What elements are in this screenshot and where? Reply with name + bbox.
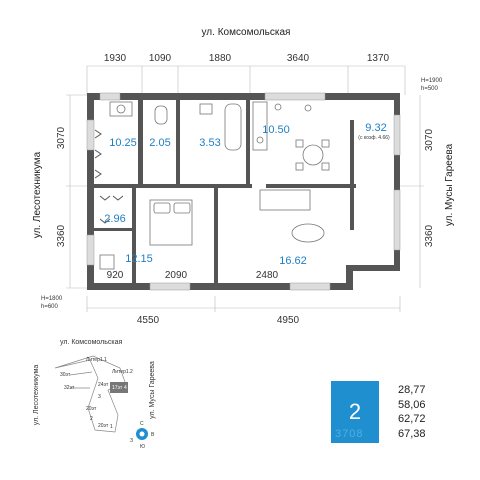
building-marker	[110, 382, 128, 393]
room-area-wc: 2.05	[149, 137, 170, 149]
room-area-bedroom: 12.15	[125, 253, 153, 265]
furniture	[99, 101, 330, 270]
key-plan: ул. Комсомольская ул. Лесотехникума ул. …	[33, 339, 156, 450]
keyplan-label-11: 1	[110, 424, 113, 430]
dim-right-2: 3360	[424, 224, 435, 247]
compass-e: В	[151, 432, 155, 438]
keyplan-label-10: 2	[90, 416, 93, 422]
sink-icon	[199, 103, 213, 115]
dim-inner-2: 2090	[165, 270, 188, 281]
dim-inner-3: 2480	[256, 270, 279, 281]
keyplan-label-6: 4	[124, 385, 127, 391]
dim-top-3: 1880	[209, 53, 232, 64]
badge-ghost-number: 3708	[335, 428, 364, 440]
stat-value: 62,72	[398, 413, 426, 425]
window-note-top-right-2: h=500	[421, 86, 439, 92]
rooms-count: 2	[348, 399, 362, 424]
keyplan-label-1: Литер1.2	[112, 369, 133, 375]
room-area-kitchen: 10.50	[262, 124, 290, 136]
kitchen-counter	[252, 101, 268, 151]
keyplan-label-8: 20эт	[98, 423, 109, 429]
toilet-icon	[154, 105, 168, 125]
room-area-living: 16.62	[279, 255, 307, 267]
compass-s: Ю	[140, 444, 145, 450]
chair	[99, 254, 115, 270]
window-note-top-right-1: H=1900	[421, 78, 443, 84]
dim-left-2: 3360	[56, 224, 67, 247]
dim-left-1: 3070	[56, 126, 67, 149]
compass-w: З	[130, 438, 133, 444]
coffee-table	[291, 223, 325, 243]
room-area-hallway: 10.25	[109, 137, 137, 149]
keyplan-label-7: 20эт	[86, 406, 97, 412]
walls	[87, 93, 400, 290]
street-left-label: ул. Лесотехникума	[32, 151, 43, 238]
compass-n: С	[140, 421, 144, 427]
dim-right-1: 3070	[424, 128, 435, 151]
dim-top-2: 1090	[149, 53, 172, 64]
window-note-bottom-left-1: H=1800	[41, 296, 63, 302]
keyplan-label-0: Литер1.1	[86, 357, 107, 363]
room-area-wardrobe: 2.96	[104, 213, 125, 225]
dim-top-4: 3640	[287, 53, 310, 64]
washing-machine-icon	[109, 101, 133, 117]
dim-inner-1: 920	[107, 270, 124, 281]
area-stats: 28,77 58,06 62,72 67,38	[398, 383, 426, 441]
dim-bottom-1: 4550	[137, 315, 160, 326]
street-right-label: ул. Мусы Гареева	[444, 143, 455, 226]
sofa	[259, 189, 311, 211]
room-area-bathroom: 3.53	[199, 137, 220, 149]
keyplan-street-top: ул. Комсомольская	[60, 339, 122, 346]
window-note-bottom-left-2: h=600	[41, 304, 59, 310]
keyplan-label-2: 30эт	[60, 372, 71, 378]
keyplan-label-5: 17эт	[112, 385, 123, 391]
dim-bottom-2: 4950	[277, 315, 300, 326]
rooms-count-badge: 2 3708	[331, 381, 379, 443]
dim-top-5: 1370	[367, 53, 390, 64]
bathtub-icon	[224, 103, 242, 151]
keyplan-label-3: 32эт	[64, 385, 75, 391]
keyplan-street-right: ул. Мусы Гареева	[149, 361, 156, 419]
keyplan-label-9: 3	[98, 394, 101, 400]
keyplan-street-left: ул. Лесотехникума	[33, 365, 40, 426]
street-top-label: ул. Комсомольская	[202, 27, 291, 38]
dim-top-1: 1930	[104, 53, 127, 64]
room-balcony-note: (с коэф. 4.66)	[358, 135, 390, 141]
stat-value: 67,38	[398, 427, 426, 440]
keyplan-label-4: 24эт	[98, 382, 109, 388]
dining-table	[302, 144, 324, 166]
stat-value: 28,77	[398, 384, 426, 396]
bed	[149, 199, 193, 246]
stat-value: 58,06	[398, 398, 426, 411]
room-area-balcony: 9.32	[365, 122, 386, 134]
